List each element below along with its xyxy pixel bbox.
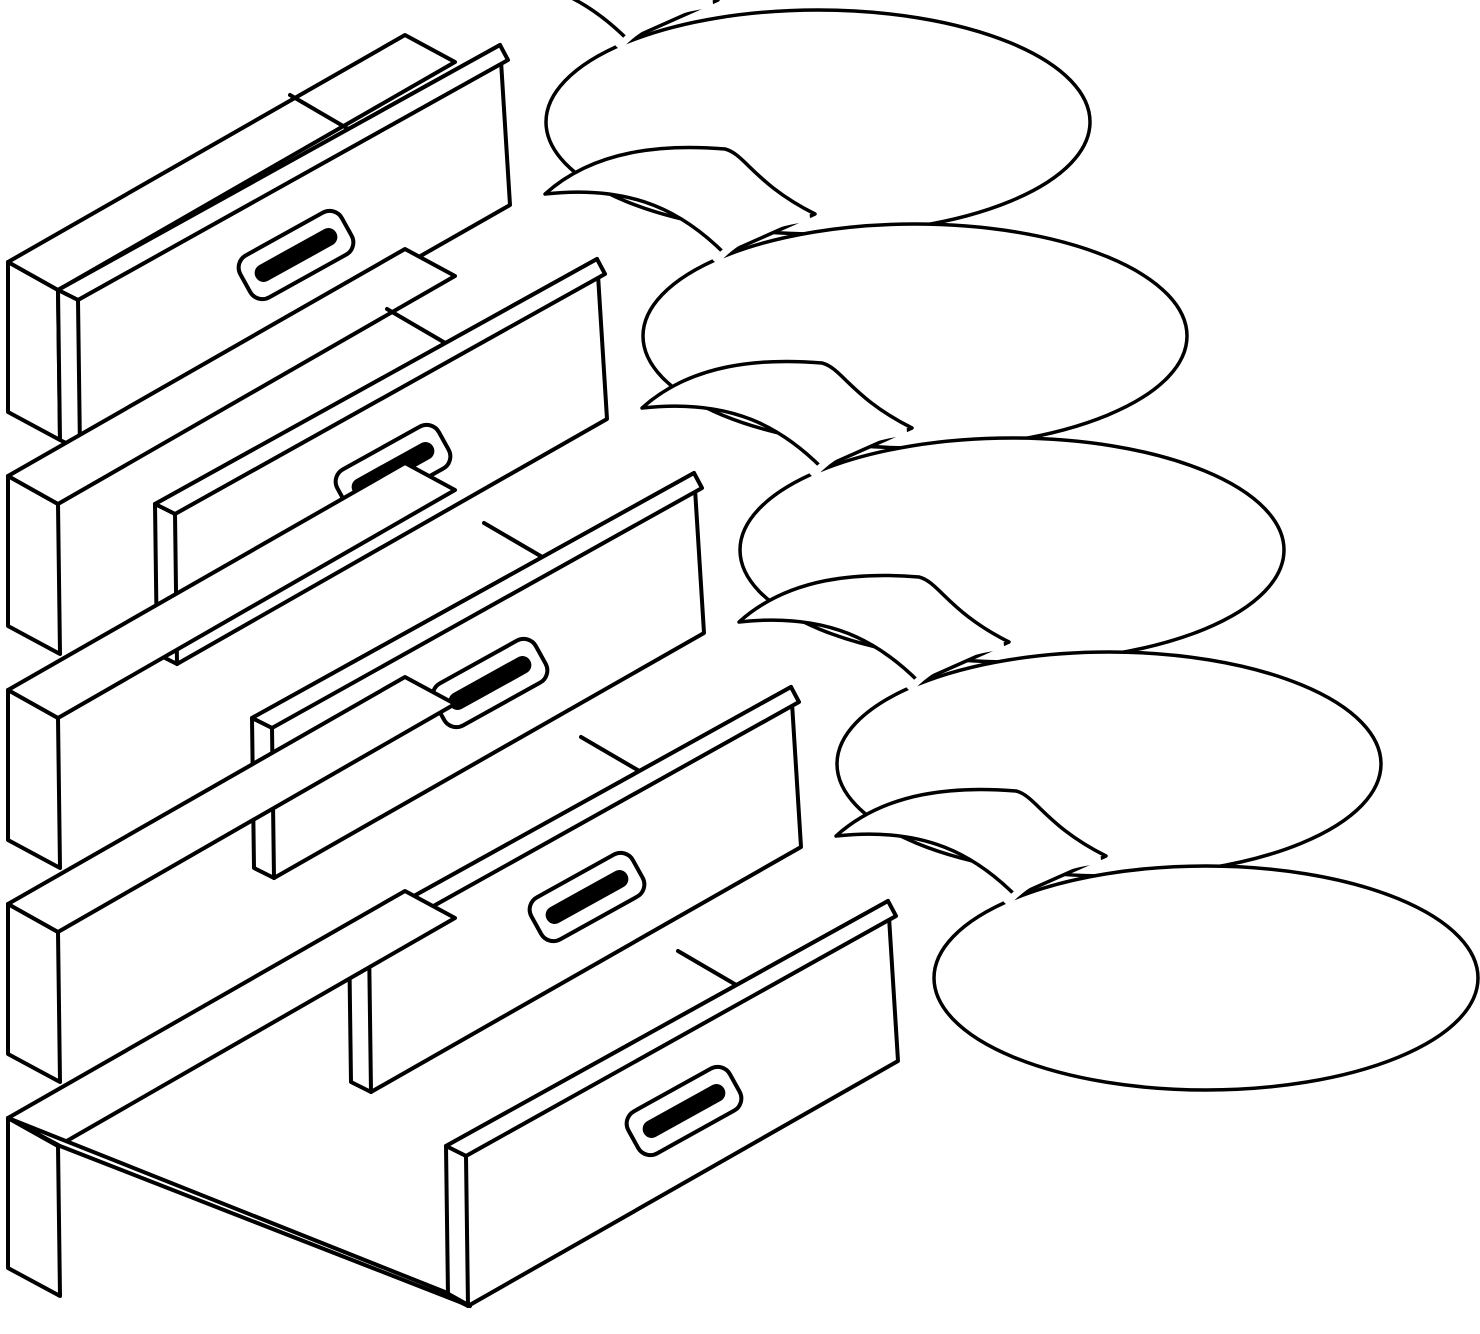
speech-bubble (834, 787, 1480, 1092)
drawer[interactable] (6, 889, 900, 1308)
speech-bubble-seam (712, 214, 811, 265)
drawer-divider (288, 93, 352, 132)
drawer-handle-icon[interactable] (234, 206, 359, 304)
drawer-handle-slot (448, 656, 532, 710)
drawer-divider (676, 949, 740, 988)
cabinet-top-rail (6, 33, 457, 292)
drawer-divider (482, 521, 546, 560)
drawer-handle-icon[interactable] (525, 848, 650, 946)
speech-bubble-tail (834, 787, 1108, 898)
speech-bubbles (543, 0, 1480, 1092)
cabinet-base (6, 1116, 472, 1308)
speech-bubble-body (544, 8, 1092, 236)
drawer[interactable] (6, 33, 512, 452)
speech-bubble-seam (906, 642, 1005, 693)
cabinet (6, 33, 900, 1308)
speech-bubble-body (835, 650, 1383, 878)
speech-bubble-seam (1003, 856, 1102, 907)
speech-bubble-seam (809, 428, 908, 479)
drawer-handle-icon[interactable] (622, 1062, 747, 1160)
drawer-divider (385, 307, 449, 346)
cabinet-top-rail (6, 461, 457, 720)
speech-bubble-tail (543, 145, 817, 256)
drawer-handle-slot (642, 1084, 726, 1138)
drawer-divider (579, 735, 643, 774)
speech-bubble-tail (640, 359, 914, 470)
drawer-handle-slot (545, 870, 629, 924)
speech-bubble-body (932, 864, 1480, 1092)
speech-bubble-seam (615, 0, 714, 51)
speech-bubble-body (641, 222, 1189, 450)
speech-bubble-tail (737, 573, 1011, 684)
cabinet-top-rail (6, 675, 457, 934)
speech-bubble-body (738, 436, 1286, 664)
drawer-handle-slot (254, 228, 338, 282)
drawer-side-edge (56, 288, 82, 452)
cabinet-top-rail (6, 247, 457, 506)
drawer-side-edge (444, 1144, 470, 1308)
